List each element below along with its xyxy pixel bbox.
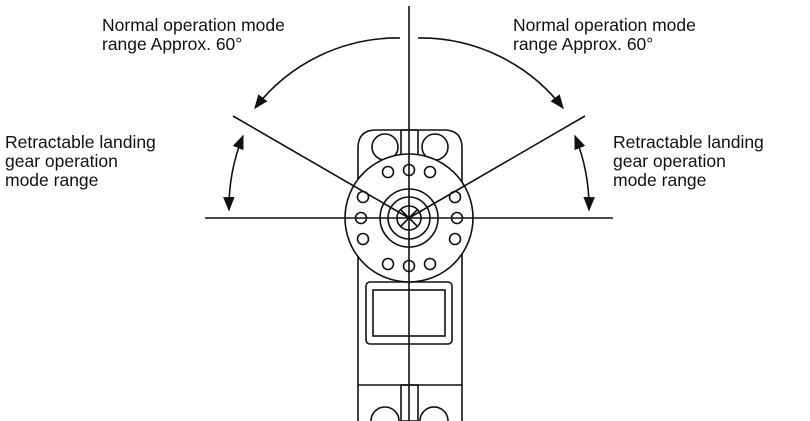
- normal-range-left-label: Normal operation mode range Approx. 60°: [102, 16, 285, 54]
- servo-bottom-left-mount-hole: [370, 406, 400, 421]
- horn-hole: [423, 165, 437, 179]
- servo-bottom-right-mount-hole: [419, 406, 449, 421]
- retract-range-left-arrow: [223, 134, 244, 212]
- label-line: mode range: [613, 170, 707, 190]
- left-60-degree-line: [232, 115, 410, 219]
- label-line: gear operation: [5, 151, 118, 171]
- horn-hole: [381, 165, 395, 179]
- normal-range-right-arrow: [417, 37, 564, 110]
- label-line: Retractable landing: [5, 132, 156, 152]
- retract-range-left-label: Retractable landing gear operation mode …: [5, 133, 156, 190]
- normal-range-left-arrow: [254, 37, 401, 110]
- label-line: gear operation: [613, 151, 726, 171]
- right-60-degree-line: [408, 115, 586, 219]
- label-line: Normal operation mode: [513, 15, 696, 35]
- label-line: mode range: [5, 170, 99, 190]
- horn-hole: [356, 232, 370, 246]
- retract-range-right-arrow: [574, 134, 595, 212]
- horn-hole: [423, 257, 437, 271]
- normal-range-right-label: Normal operation mode range Approx. 60°: [513, 16, 696, 54]
- retract-range-right-label: Retractable landing gear operation mode …: [613, 133, 764, 190]
- horn-hole: [448, 232, 462, 246]
- label-line: Retractable landing: [613, 132, 764, 152]
- label-line: Normal operation mode: [102, 15, 285, 35]
- label-line: range Approx. 60°: [513, 34, 654, 54]
- label-line: range Approx. 60°: [102, 34, 243, 54]
- horn-hole: [381, 257, 395, 271]
